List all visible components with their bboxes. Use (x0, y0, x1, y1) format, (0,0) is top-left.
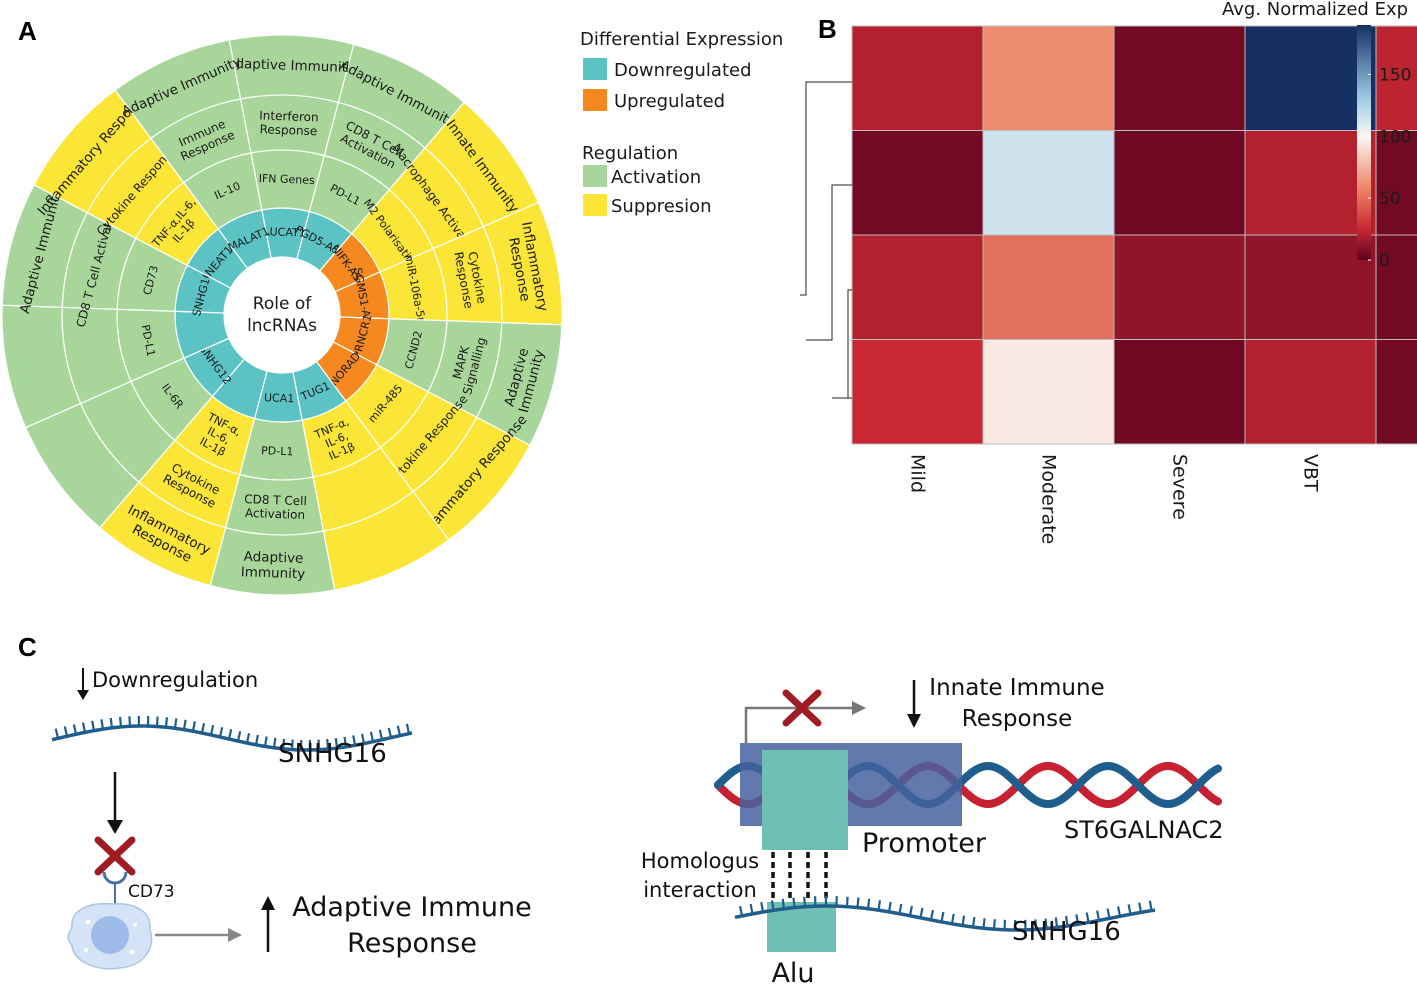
down-arrow-icon (77, 690, 89, 700)
wheel-target-label: IFN Genes (258, 172, 315, 187)
heatmap-cell (1375, 234, 1417, 340)
wheel-target-label: PD-L1 (261, 444, 294, 458)
dendro-branch-3 (832, 289, 852, 399)
legend: Differential Expression Downregulated Up… (580, 29, 783, 217)
legend-suppression-swatch (583, 194, 607, 216)
wheel-process-label: InterferonResponse (259, 108, 319, 138)
snhg16-bottom-rna-icon (734, 895, 1156, 932)
colorbar-tick-label: 100 (1379, 127, 1411, 147)
heatmap-cell (1375, 339, 1417, 445)
heatmap-cell (1244, 130, 1377, 236)
heatmap-cell (1244, 234, 1377, 340)
legend-de-title: Differential Expression (580, 29, 783, 50)
wheel-process-label: ImmuneResponse (173, 115, 237, 164)
legend-regulation-title: Regulation (582, 143, 678, 164)
heatmap-cell (982, 339, 1115, 445)
colorbar-title: Avg. Normalized Exp (1222, 0, 1408, 20)
transcription-block-x-icon (782, 689, 822, 727)
gene-label: ST6GALNAC2 (1064, 816, 1224, 844)
snhg16-rna-icon (51, 715, 413, 752)
heatmap-cell (851, 25, 984, 131)
heatmap-cell (1113, 339, 1246, 445)
cd73-receptor-icon (102, 871, 128, 885)
transcription-start-icon (744, 706, 855, 743)
colorbar-tick-label: 50 (1379, 189, 1401, 209)
panel-b-letter: B (818, 14, 837, 44)
adaptive-response-line1: Adaptive Immune (292, 892, 531, 923)
legend-suppression-label: Suppresion (611, 196, 712, 217)
dendro-branch-1 (800, 81, 852, 296)
promoter-label: Promoter (862, 828, 987, 859)
legend-downregulated-swatch (583, 58, 607, 80)
heatmap-cell (1113, 130, 1246, 236)
wheel-ring4-sector (114, 39, 242, 140)
heatmap-col-label: VBT (1300, 454, 1322, 492)
innate-response-line2: Response (962, 706, 1072, 732)
wheel-process-label: CD8 T CellActivation (243, 492, 307, 522)
colorbar-tick-label: 0 (1379, 251, 1390, 271)
wheel-center (224, 257, 340, 373)
heatmap-cell (1244, 25, 1377, 131)
heatmap-cell (982, 234, 1115, 340)
heatmap-col-label: Mild (907, 454, 929, 493)
wheel-category-label: Adaptive Immunity (226, 56, 355, 76)
homologus-line1: Homologus (641, 849, 759, 873)
innate-response-line1: Innate Immune (929, 675, 1104, 701)
transcription-arrow-head-icon (852, 701, 866, 715)
heatmap-col-label: Moderate (1038, 454, 1060, 544)
block-x-icon (94, 836, 136, 876)
colorbar-gradient (1357, 25, 1371, 260)
heatmap-cell (851, 339, 984, 445)
snhg16-arrow-head-icon (107, 820, 123, 834)
heatmap-cell (851, 130, 984, 236)
panel-c-left: Downregulation SNHG16 CD73 Adaptive Immu… (51, 668, 532, 970)
wheel-category-label: AdaptiveImmunity (241, 549, 306, 583)
snhg16-bottom-label: SNHG16 (1012, 917, 1121, 947)
immune-cell-icon (67, 902, 153, 970)
heatmap-cell (1375, 25, 1417, 131)
wheel-target-label: PD-L1 (139, 324, 158, 358)
adaptive-response-line2: Response (347, 928, 477, 959)
heatmap-cell (851, 234, 984, 340)
wheel-center-line2: lncRNAs (247, 316, 317, 336)
colorbar: 0 50 100 150 (1357, 25, 1411, 271)
dendro-branch-2 (806, 184, 852, 341)
legend-upregulated-swatch (583, 89, 607, 111)
heatmap-cell (982, 130, 1115, 236)
legend-upregulated-label: Upregulated (614, 91, 725, 112)
wheel-lncrna-label: UCA1 (264, 391, 295, 405)
legend-activation-label: Activation (611, 167, 701, 188)
up-arrow-icon (261, 896, 275, 910)
heatmap: UGDH−AS1:11LINC01684:22lnc−FAM153C−5:15R… (851, 25, 1417, 544)
cell-response-arrow-head-icon (228, 928, 242, 942)
wheel-lncrna-label: LUCAT1 (264, 225, 306, 239)
colorbar-tick-label: 150 (1379, 65, 1411, 85)
wheel-center-line1: Role of (253, 294, 312, 314)
panel-c-letter: C (18, 632, 37, 662)
homology-dashes (771, 852, 828, 904)
heatmap-cell (982, 25, 1115, 131)
panel-c-right: Innate Immune Response Promoter ST6GALNA… (641, 675, 1224, 986)
legend-activation-swatch (583, 165, 607, 187)
snhg16-top-label: SNHG16 (278, 739, 387, 769)
homologus-line2: interaction (643, 878, 757, 902)
heatmap-cell (1113, 25, 1246, 131)
heatmap-cell (1113, 234, 1246, 340)
downregulation-label: Downregulation (92, 668, 258, 692)
alu-region-top (762, 750, 848, 850)
heatmap-col-label: Severe (1169, 454, 1191, 520)
heatmap-cell (1375, 130, 1417, 236)
panel-a-letter: A (18, 16, 37, 46)
row-dendrogram (800, 81, 852, 399)
cd73-label: CD73 (128, 882, 175, 902)
heatmap-cell (1244, 339, 1377, 445)
alu-label: Alu (771, 958, 814, 986)
innate-down-arrow-icon (907, 714, 921, 728)
legend-downregulated-label: Downregulated (614, 60, 752, 81)
